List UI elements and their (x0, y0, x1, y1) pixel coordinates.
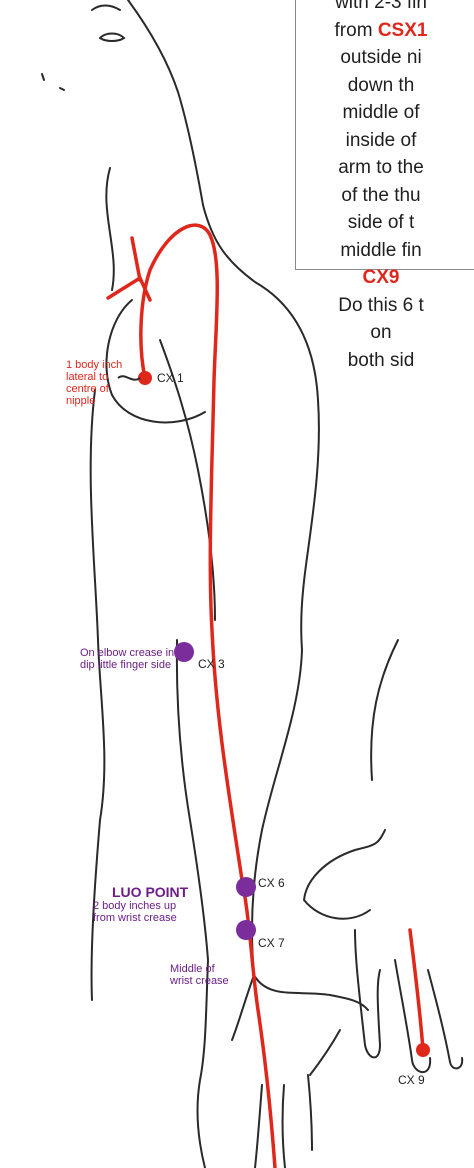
head-outline (128, 0, 203, 205)
cx1-desc-line-4: nipple (66, 395, 122, 407)
cx3-desc: On elbow crease in dip little finger sid… (80, 647, 174, 671)
cx6-desc-line-2: from wrist crease (93, 912, 177, 924)
instr-line-11: CX9 (296, 264, 466, 292)
instr-line-12: Do this 6 t (296, 292, 466, 320)
outer-arm-outline (252, 650, 368, 1010)
cx3-point (174, 642, 194, 662)
meridian-arrow-right (132, 238, 140, 280)
meridian-finger (410, 930, 423, 1050)
hand-outline (232, 975, 340, 1168)
instr-line-6: inside of (296, 127, 466, 155)
cx3-code: CX 3 (198, 657, 225, 671)
instr-line-2: from CSX1 (296, 17, 466, 45)
instr-line-8: of the thu (296, 182, 466, 210)
second-hand (304, 640, 462, 1072)
cx7-code: CX 7 (258, 936, 285, 950)
instr-line-1: with 2-3 fin (296, 0, 466, 17)
cx1-desc-line-3: centre of (66, 383, 122, 395)
instr-line-5: middle of (296, 99, 466, 127)
instruction-box: with 2-3 fin from CSX1 outside ni down t… (295, 0, 474, 270)
cx9-point (416, 1043, 430, 1057)
cx1-desc-line-1: 1 body inch (66, 359, 122, 371)
instr-line-3: outside ni (296, 44, 466, 72)
luo-point-title: LUO POINT (112, 885, 188, 899)
cx6-desc-line-1: 2 body inches up (93, 900, 177, 912)
cx1-point (138, 371, 152, 385)
chest-outline (106, 168, 113, 290)
meridian-arm (141, 225, 275, 1168)
cx9-code: CX 9 (398, 1073, 425, 1087)
cx7-point (236, 920, 256, 940)
cx1-code: CX 1 (157, 371, 184, 385)
instruction-text: with 2-3 fin from CSX1 outside ni down t… (296, 0, 466, 374)
eye-icon (100, 34, 124, 42)
cx6-desc: 2 body inches up from wrist crease (93, 900, 177, 924)
instr-line-10: middle fin (296, 237, 466, 265)
eyebrow-icon (92, 6, 120, 11)
instr-line-4: down th (296, 72, 466, 100)
cx7-desc-line-2: wrist crease (170, 975, 229, 987)
cx7-desc: Middle of wrist crease (170, 963, 229, 987)
cx3-desc-line-1: On elbow crease in (80, 647, 174, 659)
instr-line-14: both sid (296, 347, 466, 375)
cx1-desc: 1 body inch lateral to centre of nipple (66, 359, 122, 407)
ear-icon (42, 74, 64, 90)
acupoints (118, 371, 430, 1057)
inner-arm-outline (177, 640, 208, 1168)
instr-line-2-hl: CSX1 (378, 20, 428, 41)
cx6-code: CX 6 (258, 876, 285, 890)
instr-line-9: side of t (296, 209, 466, 237)
instr-line-13: on (296, 319, 466, 347)
cx3-desc-line-2: dip little finger side (80, 659, 174, 671)
cx1-desc-line-2: lateral to (66, 371, 122, 383)
face-sketch (42, 6, 124, 91)
cx6-point (236, 877, 256, 897)
instr-line-2-pre: from (335, 20, 378, 41)
cx7-desc-line-1: Middle of (170, 963, 229, 975)
instr-line-7: arm to the (296, 154, 466, 182)
